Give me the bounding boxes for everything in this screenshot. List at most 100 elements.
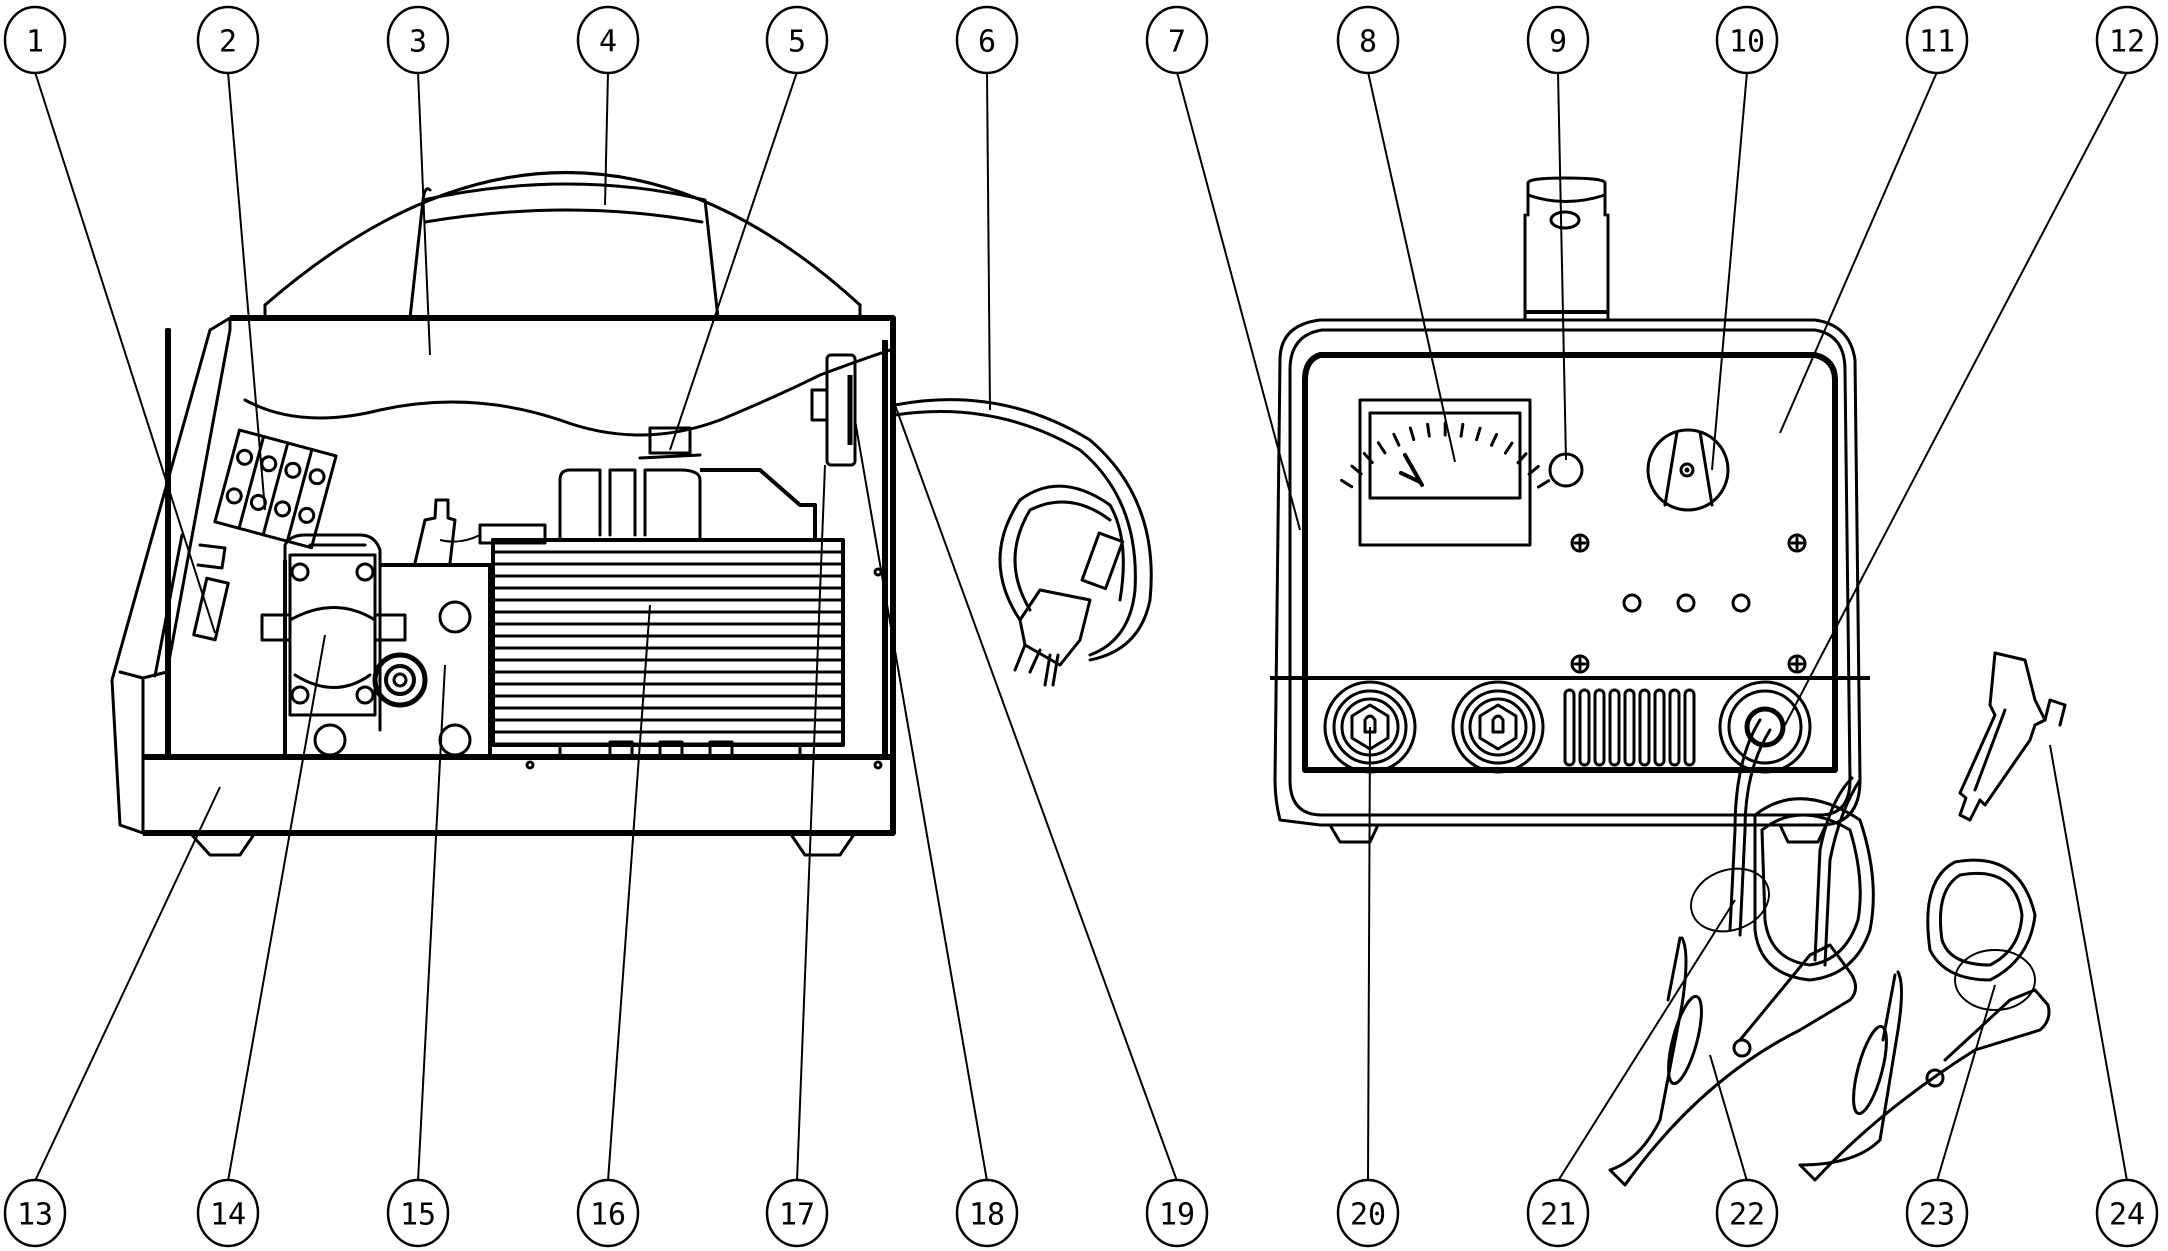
leader-line <box>796 464 826 1182</box>
callout-12: 12 <box>1784 5 2159 726</box>
callout-bubble <box>196 1178 260 1248</box>
callout-number: 14 <box>210 1198 246 1233</box>
leader-line <box>1709 1054 1748 1182</box>
side-cutaway-view <box>110 171 896 857</box>
leader-line <box>2049 744 2128 1182</box>
callout-bubble <box>3 5 67 75</box>
meter-tick <box>1459 422 1465 438</box>
callout-number: 18 <box>969 1198 1005 1233</box>
callout-21: 21 <box>1526 899 1736 1248</box>
leader-line <box>1784 71 2128 726</box>
callout-bubble <box>576 1178 640 1248</box>
callout-number: 6 <box>978 25 996 60</box>
callout-20: 20 <box>1336 726 1400 1248</box>
callout-number: 3 <box>409 25 427 60</box>
callout-bubble <box>2095 1178 2159 1248</box>
screw-icon <box>1570 533 1590 553</box>
meter-tick <box>1362 451 1374 464</box>
callout-22: 22 <box>1709 1054 1779 1248</box>
vent-slot <box>1608 688 1621 767</box>
cord-clamp <box>810 353 857 467</box>
ammeter <box>1340 398 1551 547</box>
callout-bubble <box>386 5 450 75</box>
callout-number: 8 <box>1359 25 1377 60</box>
leader-line <box>607 604 651 1182</box>
leader-line <box>1711 71 1748 471</box>
vent-slot <box>1563 688 1576 767</box>
callout-bubble <box>576 5 640 75</box>
power-switch <box>153 533 230 678</box>
callout-number: 15 <box>400 1198 436 1233</box>
meter-tick <box>1503 441 1514 455</box>
callout-bubble <box>765 5 829 75</box>
callout-15: 15 <box>386 664 450 1248</box>
callout-number: 22 <box>1729 1198 1765 1233</box>
callout-bubble <box>1905 1178 1969 1248</box>
callout-bubble <box>1145 5 1209 75</box>
vent-slot <box>1578 688 1591 767</box>
callout-number: 4 <box>599 25 617 60</box>
callout-bubble <box>1336 1178 1400 1248</box>
callout-number: 5 <box>788 25 806 60</box>
meter-tick <box>1392 432 1401 447</box>
vent-slot <box>1683 688 1696 767</box>
meter-tick <box>1475 426 1482 442</box>
callout-bubble <box>1526 1178 1590 1248</box>
callout-number: 21 <box>1540 1198 1576 1233</box>
callout-2: 2 <box>196 5 266 511</box>
rectifier-bracket <box>260 533 407 732</box>
callout-11: 11 <box>1779 5 1969 434</box>
callout-number: 2 <box>219 25 237 60</box>
led-1 <box>1622 593 1642 613</box>
leader-line <box>854 419 988 1182</box>
ventilation-grille <box>1563 688 1696 767</box>
leader-line <box>1367 726 1371 1182</box>
callout-10: 10 <box>1711 5 1779 471</box>
cable-grommet <box>1718 680 1812 774</box>
meter-tick <box>1536 479 1551 489</box>
leader-line <box>1176 71 1301 531</box>
leader-line <box>986 71 991 411</box>
meter-tick <box>1350 464 1363 476</box>
vent-slot <box>1638 688 1651 767</box>
callout-number: 13 <box>17 1198 53 1233</box>
screw-icon <box>1570 654 1590 674</box>
vent-slot <box>1668 688 1681 767</box>
selector-knob <box>1646 428 1730 512</box>
leader-line <box>34 786 221 1182</box>
leader-line <box>227 71 266 511</box>
vent-slot <box>1623 688 1636 767</box>
callout-bubble <box>2095 5 2159 75</box>
carry-handle <box>263 171 862 320</box>
leader-line <box>417 71 431 356</box>
callout-14: 14 <box>196 634 326 1248</box>
callout-13: 13 <box>3 786 221 1248</box>
callout-6: 6 <box>955 5 1019 411</box>
output-terminal-2 <box>1451 680 1545 774</box>
battery-clamp-2 <box>1798 970 2051 1182</box>
leader-line <box>1557 899 1736 1182</box>
mounting-plate <box>283 498 547 757</box>
fuse-holder <box>1958 651 2067 822</box>
screw-icon <box>1787 654 1807 674</box>
callout-bubble <box>955 5 1019 75</box>
callout-number: 19 <box>1159 1198 1195 1233</box>
callout-3: 3 <box>386 5 450 356</box>
callout-number: 20 <box>1350 1198 1386 1233</box>
callout-number: 11 <box>1919 25 1955 60</box>
clamp-cable <box>1813 776 2037 1011</box>
meter-tick <box>1527 464 1540 476</box>
callout-bubble <box>1145 1178 1209 1248</box>
callout-5: 5 <box>669 5 829 451</box>
callout-9: 9 <box>1526 5 1590 461</box>
meter-tick <box>1516 452 1528 465</box>
callout-17: 17 <box>765 464 829 1248</box>
callout-bubble <box>1336 5 1400 75</box>
callout-bubble <box>955 1178 1019 1248</box>
callout-bubble <box>3 1178 67 1248</box>
meter-tick <box>1489 432 1499 447</box>
leader-line <box>894 404 1178 1182</box>
leader-line <box>1936 984 1996 1182</box>
